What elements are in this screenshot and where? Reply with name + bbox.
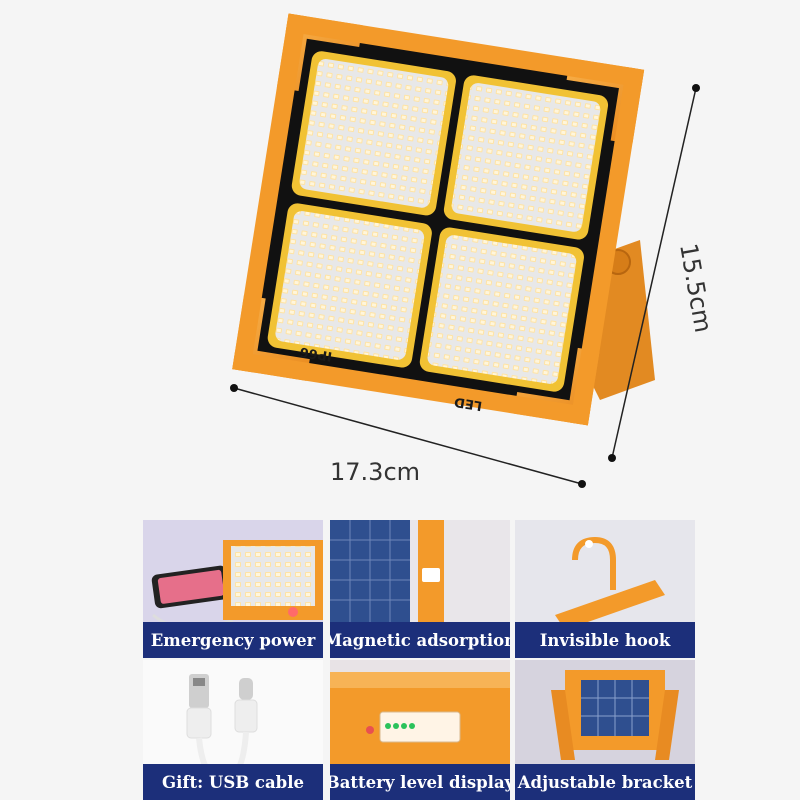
caption-adjustable-bracket: Adjustable bracket — [515, 764, 695, 800]
feature-adjustable-bracket: Adjustable bracket — [515, 660, 695, 800]
led-marking: LED — [453, 394, 483, 413]
caption-invisible-hook: Invisible hook — [515, 622, 695, 658]
caption-emergency-power: Emergency power — [143, 622, 323, 658]
feature-emergency-power: Emergency power — [143, 520, 323, 658]
floodlight-body — [232, 13, 645, 426]
product-hero: IP66 LED 15.5cm 17.3cm — [230, 13, 717, 488]
magnet-side-illustration — [330, 520, 444, 622]
height-dimension-line — [608, 84, 700, 462]
led-module-top-left — [291, 51, 456, 216]
caption-magnetic-adsorption: Magnetic adsorption — [330, 622, 510, 658]
led-module-bottom-left — [267, 203, 432, 368]
feature-usb-cable: Gift: USB cable — [143, 660, 323, 800]
feature-invisible-hook: Invisible hook — [515, 520, 695, 658]
feature-magnetic-adsorption: Magnetic adsorption — [330, 520, 510, 658]
height-label: 15.5cm — [674, 241, 717, 335]
caption-usb-cable: Gift: USB cable — [143, 764, 323, 800]
usb-cable-icon — [186, 674, 258, 784]
led-module-bottom-right — [419, 227, 584, 392]
hook-icon — [555, 536, 665, 630]
width-dimension-line — [230, 384, 586, 488]
power-bank-illustration — [151, 540, 323, 631]
bracket-solar-illustration — [551, 670, 679, 760]
ip-rating-marking: IP66 — [299, 344, 333, 364]
led-module-top-right — [443, 75, 609, 240]
feature-battery-level-display: Battery level display — [330, 660, 510, 800]
caption-battery-level-display: Battery level display — [330, 764, 510, 800]
width-label: 17.3cm — [330, 458, 420, 486]
battery-indicator-illustration — [330, 672, 510, 766]
